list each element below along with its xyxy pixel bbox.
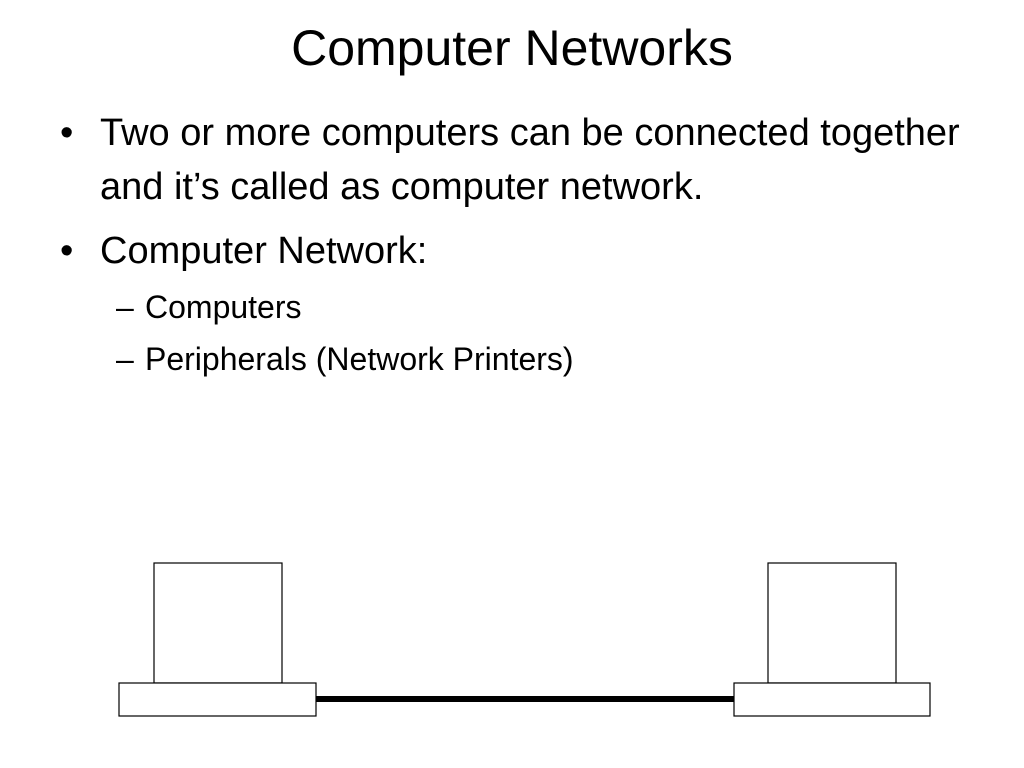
computer-right-icon — [733, 562, 931, 717]
network-diagram — [118, 562, 931, 717]
bullet-icon: • — [60, 230, 74, 272]
bullet-item-2: • Computer Network: – Computers – Periph… — [60, 224, 980, 382]
sub-item-peripherals: – Peripherals (Network Printers) — [100, 336, 980, 382]
base-right — [733, 682, 931, 717]
monitor-left — [153, 562, 283, 684]
slide-title: Computer Networks — [291, 20, 733, 76]
sub-item-text: Peripherals (Network Printers) — [145, 341, 574, 377]
bullet-icon: • — [60, 112, 74, 154]
dash-icon: – — [116, 341, 134, 377]
sub-item-computers: – Computers — [100, 284, 980, 330]
dash-icon: – — [116, 289, 134, 325]
sub-list: – Computers – Peripherals (Network Print… — [100, 284, 980, 382]
sub-item-text: Computers — [145, 289, 302, 325]
bullet-item-1: • Two or more computers can be connected… — [60, 106, 980, 214]
bullet-text: Two or more computers can be connected t… — [100, 112, 960, 208]
bullet-list: • Two or more computers can be connected… — [60, 106, 980, 392]
bullet-text: Computer Network: — [100, 230, 428, 272]
base-left — [118, 682, 317, 717]
monitor-right — [767, 562, 897, 684]
computer-left-icon — [118, 562, 317, 717]
